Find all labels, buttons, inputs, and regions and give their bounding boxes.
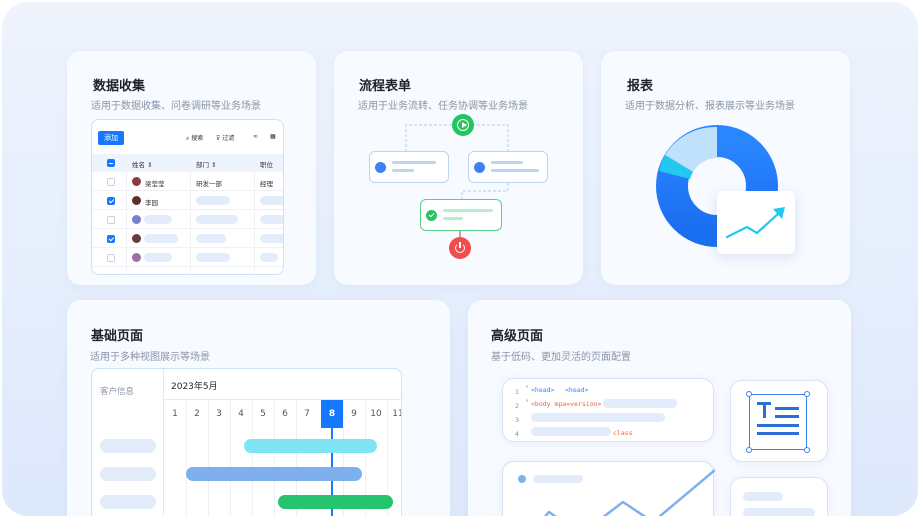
gantt-day: 6 <box>282 409 288 419</box>
cell-name: 李园 <box>145 199 158 207</box>
select-all-checkbox <box>107 159 115 167</box>
row-checkbox <box>107 197 115 205</box>
row-checkbox <box>107 235 115 243</box>
gantt-side-label: 客户信息 <box>100 387 135 397</box>
card-title: 基础页面 <box>91 329 144 344</box>
row-checkbox <box>107 178 115 186</box>
card-desc: 适用于数据收集、问卷调研等业务场景 <box>91 101 261 112</box>
flow-node-approved <box>420 199 502 231</box>
line-chart-icon <box>543 469 715 516</box>
gantt-day: 9 <box>351 409 357 419</box>
table-row <box>92 248 283 267</box>
col-name: 姓名 ⇕ <box>132 161 153 169</box>
trend-up-icon <box>725 207 785 239</box>
code-line: class <box>613 429 633 437</box>
avatar <box>132 215 141 224</box>
code-line: <head> <box>531 386 555 394</box>
gantt-day: 2 <box>194 409 200 419</box>
text-format-icon <box>746 391 810 453</box>
gantt-day: 4 <box>238 409 244 419</box>
mini-table-preview: 添加 ⌕ 搜索 ⊽ 过滤 ∞ ▦ 姓名 ⇕ 部门 ⇕ 职位 梁莹莹 研发一部 经… <box>91 119 284 275</box>
gantt-preview: 客户信息 2023年5月 1 2 3 4 5 6 7 8 9 10 11 <box>91 368 402 516</box>
check-icon <box>426 210 437 221</box>
gantt-bar <box>186 467 362 481</box>
filter-icon: ⊽ <box>216 135 221 142</box>
card-title: 流程表单 <box>359 79 412 94</box>
gantt-day: 10 <box>370 409 382 419</box>
gantt-day: 11 <box>392 409 401 419</box>
card-desc: 基于低码、更加灵活的页面配置 <box>491 352 631 363</box>
card-advanced-page[interactable]: 高级页面 基于低码、更加灵活的页面配置 1 2 3 4 ° <head> <he… <box>468 300 851 516</box>
user-icon <box>375 162 386 173</box>
card-title: 数据收集 <box>93 79 146 94</box>
flow-node-right <box>468 151 548 183</box>
gantt-day-active: 8 <box>321 400 343 428</box>
gantt-day: 5 <box>260 409 266 419</box>
card-title: 高级页面 <box>491 329 544 344</box>
avatar <box>132 177 141 186</box>
flow-node-left <box>369 151 449 183</box>
start-icon <box>452 114 474 136</box>
add-button: 添加 <box>98 131 124 145</box>
cell-title: 经理 <box>260 180 273 188</box>
col-title: 职位 <box>260 161 273 169</box>
power-icon <box>449 237 471 259</box>
table-row <box>92 210 283 229</box>
code-line: ° <box>525 384 529 392</box>
row-checkbox <box>107 254 115 262</box>
search-tool: ⌕ 搜索 <box>186 135 204 142</box>
table-row <box>92 229 283 248</box>
chart-preview-card <box>502 461 715 516</box>
table-row <box>92 191 283 210</box>
gantt-day: 3 <box>216 409 222 419</box>
avatar <box>132 196 141 205</box>
text-tool-card <box>730 380 828 462</box>
card-desc: 适用于多种视图展示等场景 <box>90 352 210 363</box>
table-header <box>92 154 283 172</box>
user-icon <box>474 162 485 173</box>
list-preview-card <box>730 477 828 516</box>
gantt-month-label: 2023年5月 <box>171 382 218 392</box>
link-icon: ∞ <box>253 133 258 140</box>
col-dept: 部门 ⇕ <box>196 161 217 169</box>
avatar <box>132 253 141 262</box>
filter-tool: ⊽ 过滤 <box>216 135 235 142</box>
cell-name: 梁莹莹 <box>145 180 165 188</box>
card-desc: 适用于数据分析、报表展示等业务场景 <box>625 101 795 112</box>
code-line: ° <box>525 398 529 406</box>
card-desc: 适用于业务流转、任务协调等业务场景 <box>358 101 528 112</box>
code-line: <body mpa=version> <box>531 400 602 408</box>
card-basic-page[interactable]: 基础页面 适用于多种视图展示等场景 客户信息 2023年5月 1 2 3 4 5… <box>67 300 450 516</box>
table-row <box>92 172 283 191</box>
gantt-day: 7 <box>304 409 310 419</box>
avatar <box>132 234 141 243</box>
code-editor-preview: 1 2 3 4 ° <head> <head> ° <body mpa=vers… <box>502 378 714 442</box>
card-title: 报表 <box>627 79 654 94</box>
grid-icon: ▦ <box>270 133 276 140</box>
card-process-form[interactable]: 流程表单 适用于业务流转、任务协调等业务场景 <box>334 51 583 285</box>
cell-dept: 研发一部 <box>196 180 222 188</box>
search-icon: ⌕ <box>186 135 190 142</box>
gantt-day: 1 <box>172 409 178 419</box>
trend-card <box>717 191 795 254</box>
code-line: <head> <box>565 386 589 394</box>
gantt-bar <box>244 439 377 453</box>
dot-icon <box>518 475 526 483</box>
card-report[interactable]: 报表 适用于数据分析、报表展示等业务场景 <box>601 51 850 285</box>
gantt-bar <box>278 495 393 509</box>
card-data-collection[interactable]: 数据收集 适用于数据收集、问卷调研等业务场景 添加 ⌕ 搜索 ⊽ 过滤 ∞ ▦ … <box>67 51 316 285</box>
row-checkbox <box>107 216 115 224</box>
